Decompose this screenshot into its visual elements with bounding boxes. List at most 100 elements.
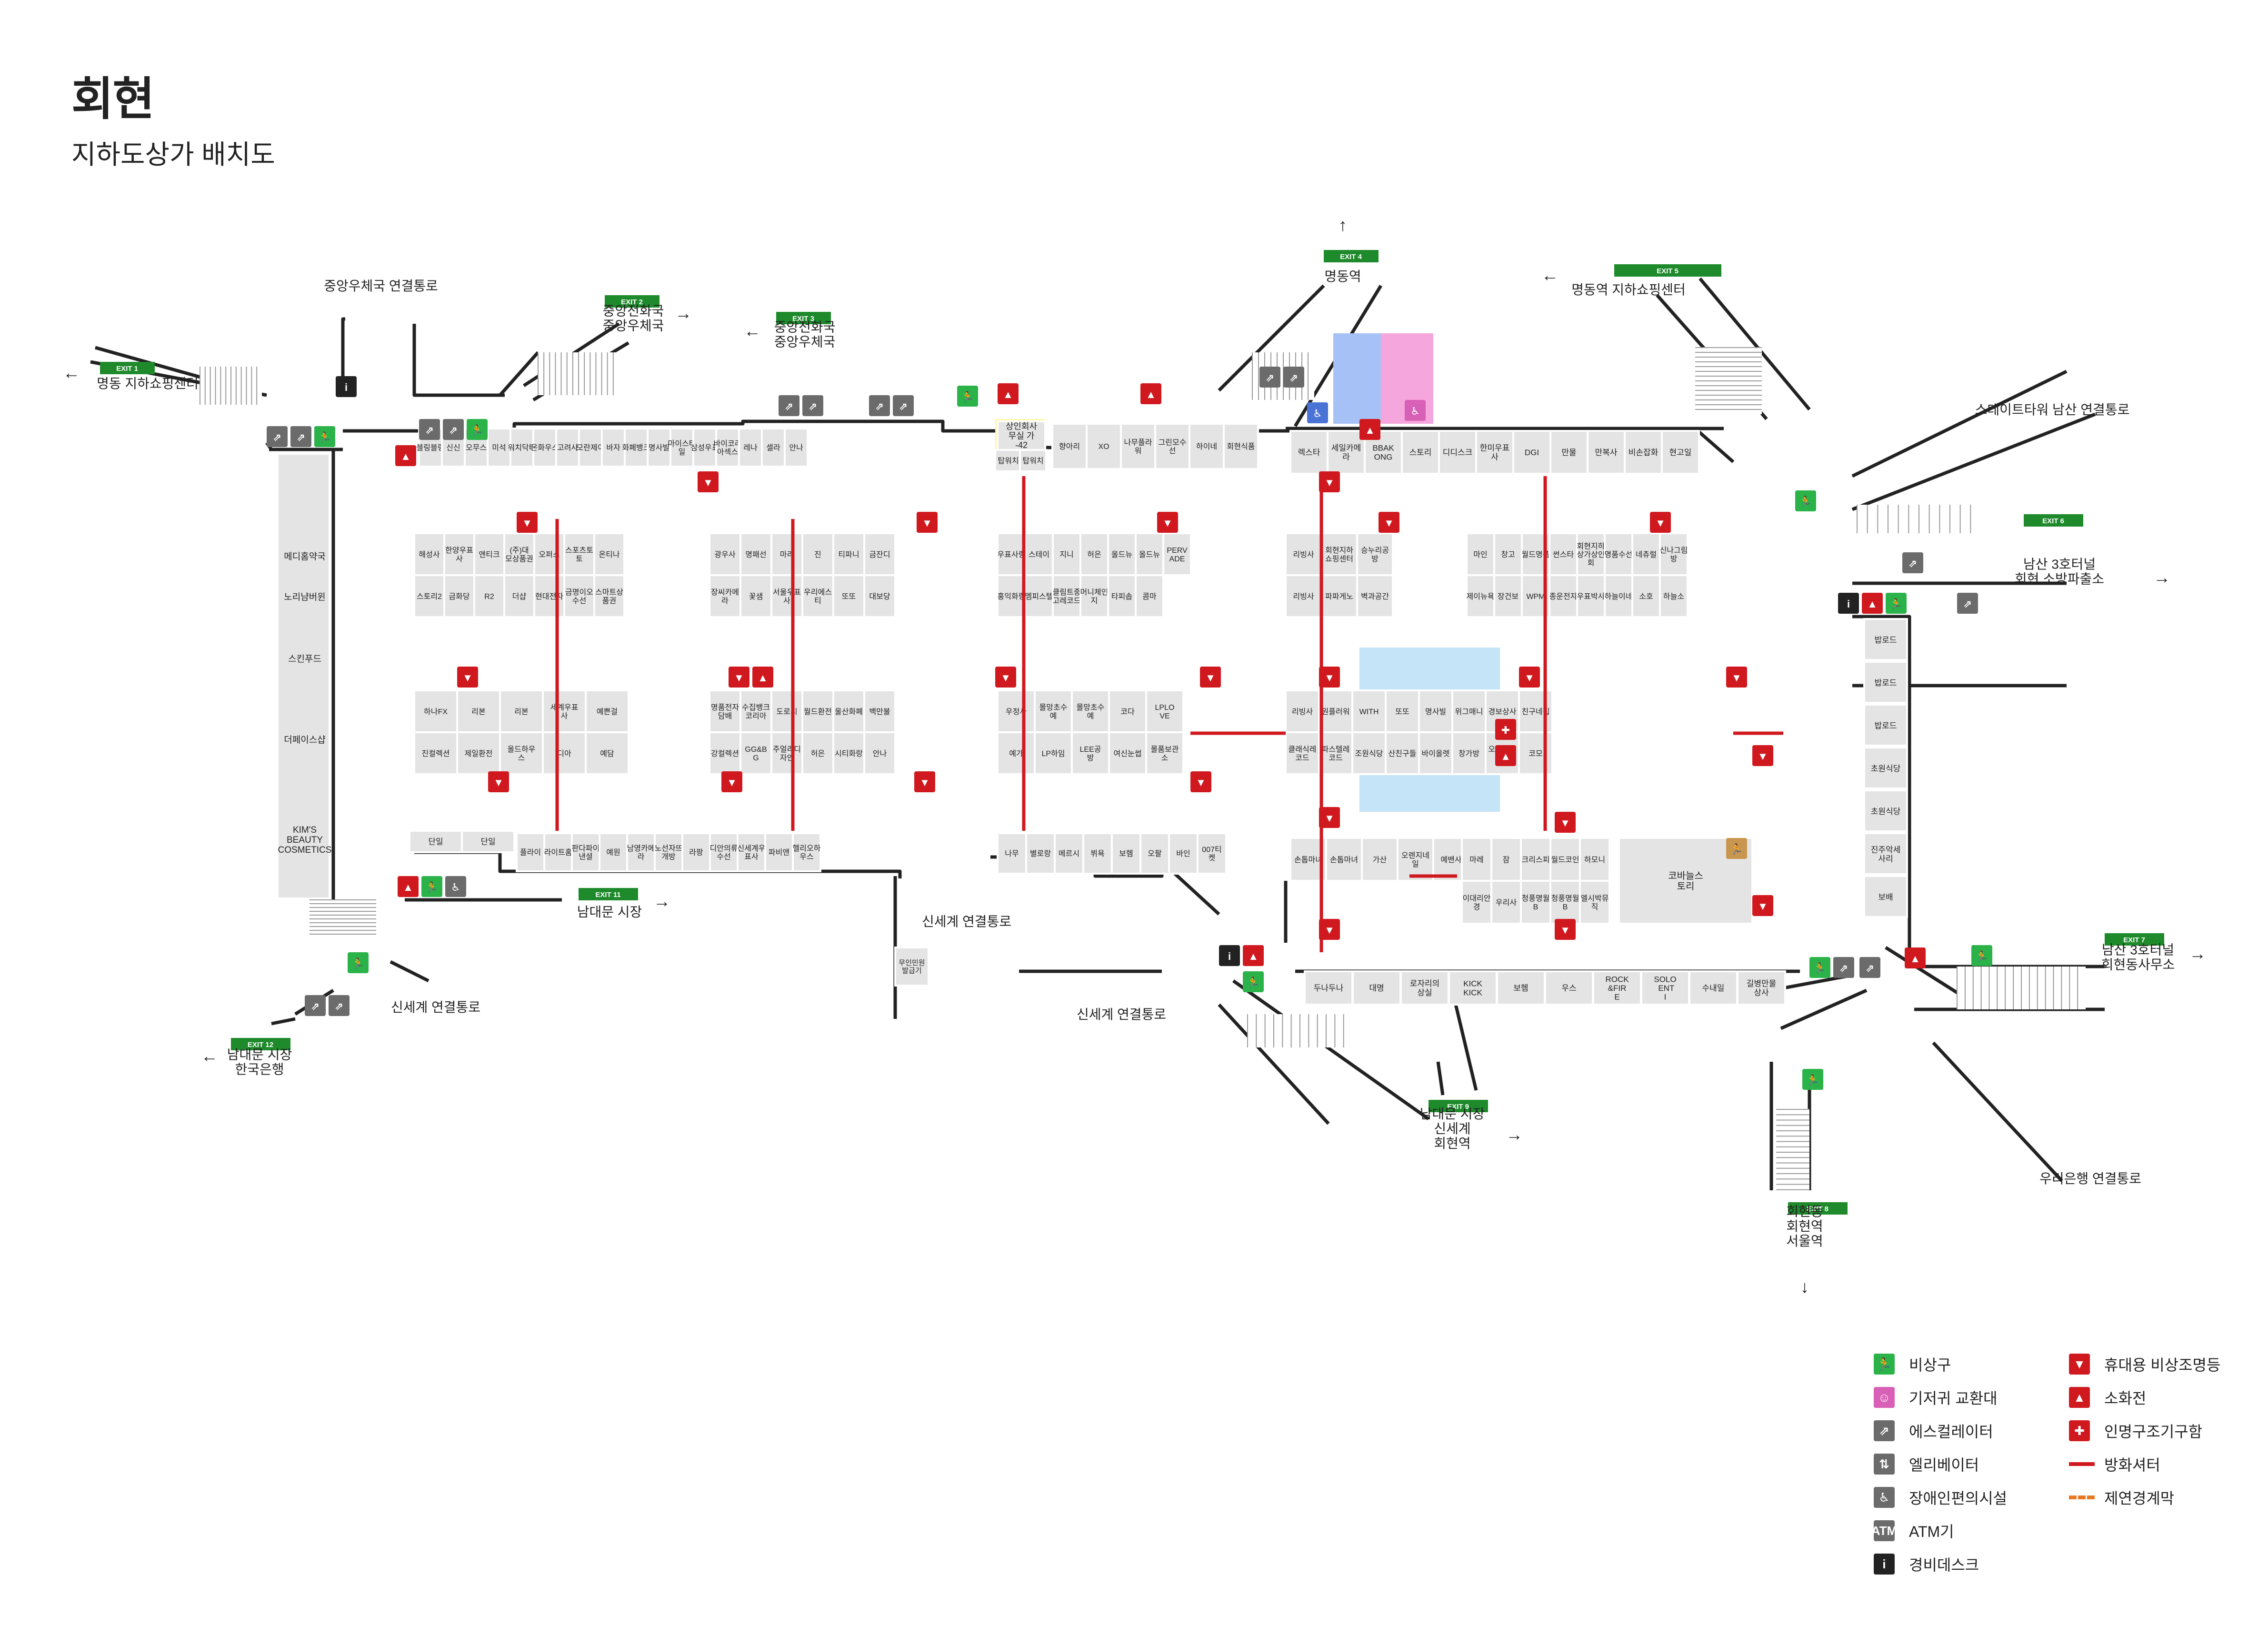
exit-badge[interactable] [100, 362, 155, 374]
shop-block-h[interactable] [1145, 731, 1184, 775]
shop-south-mid[interactable] [997, 832, 1027, 875]
shop-south-east-b[interactable] [1549, 837, 1581, 882]
shop-south-east-b[interactable] [1520, 880, 1551, 925]
exit-badge[interactable] [605, 295, 659, 308]
shop-south-east-b[interactable] [1549, 880, 1581, 925]
shop-south-east-a[interactable] [1361, 837, 1399, 882]
shop-right-column[interactable] [1863, 704, 1908, 747]
shop-block-g[interactable] [832, 731, 865, 775]
shop-block-a[interactable] [413, 532, 445, 576]
shop-south-mid[interactable] [1054, 832, 1084, 875]
shop-office[interactable] [997, 420, 1046, 451]
shop-block-a[interactable] [503, 574, 535, 618]
shop-block-i[interactable] [1385, 689, 1420, 733]
shop-block-a[interactable] [593, 574, 625, 618]
shop-block-i[interactable] [1418, 689, 1453, 733]
shop-row-bottom[interactable] [1689, 970, 1738, 1006]
shop-block-a[interactable] [533, 532, 565, 576]
shop-block-f[interactable] [542, 731, 587, 775]
exit-badge[interactable] [776, 312, 831, 324]
shop-south-east-b[interactable] [1461, 837, 1492, 882]
shop-block-b[interactable] [709, 574, 741, 618]
shop-block-i[interactable] [1351, 731, 1387, 775]
shop-row-bottom[interactable] [1640, 970, 1690, 1006]
shop-block-e[interactable] [1549, 574, 1578, 618]
exit-badge[interactable] [1429, 1100, 1488, 1112]
shop-row1-mid[interactable] [1120, 423, 1156, 470]
shop-block-f[interactable] [585, 731, 629, 775]
shop-south-west[interactable] [516, 832, 545, 872]
exit-badge[interactable] [2024, 514, 2083, 527]
exit-badge[interactable] [1324, 250, 1379, 262]
shop-row1-west[interactable] [692, 428, 717, 468]
shop-block-f[interactable] [413, 689, 458, 733]
shop-row1-east[interactable] [1549, 430, 1589, 475]
shop-south-mid[interactable] [1139, 832, 1170, 875]
shop-right-column[interactable] [1863, 618, 1908, 661]
shop-row1-mid[interactable] [1154, 423, 1190, 470]
shop-row-bottom[interactable] [1304, 970, 1353, 1006]
shop-row1-mid[interactable] [1086, 423, 1122, 470]
exit-badge[interactable] [231, 1038, 290, 1050]
shop-block-e[interactable] [1604, 574, 1633, 618]
shop-south-west[interactable] [737, 832, 766, 872]
shop-row1-west[interactable] [761, 428, 786, 468]
shop-right-column[interactable] [1863, 661, 1908, 704]
shop-block-c[interactable] [1024, 574, 1054, 618]
shop-block-g[interactable] [801, 689, 834, 733]
shop-block-b[interactable] [832, 532, 865, 576]
shop-row1-east[interactable] [1661, 430, 1700, 475]
shop-block-f[interactable] [499, 689, 544, 733]
shop-row-bottom[interactable] [1496, 970, 1546, 1006]
shop-row1-east[interactable] [1401, 430, 1440, 475]
shop-block-c[interactable] [1162, 532, 1192, 576]
shop-block-e[interactable] [1659, 574, 1689, 618]
shop-south-mid[interactable] [1197, 832, 1227, 875]
shop-block-d[interactable] [1356, 574, 1394, 618]
shop-block-i[interactable] [1418, 731, 1453, 775]
shop-block-g[interactable] [739, 731, 772, 775]
shop-block-g[interactable] [709, 731, 741, 775]
shop-right-column[interactable] [1863, 832, 1908, 875]
shop-row1-west[interactable] [624, 428, 649, 468]
shop-row1-mid[interactable] [1019, 449, 1047, 472]
shop-block-f[interactable] [499, 731, 544, 775]
shop-block-c[interactable] [997, 532, 1026, 576]
shop-row1-west[interactable] [510, 428, 534, 468]
shop-row1-mid[interactable] [1051, 423, 1088, 470]
shop-block-e[interactable] [1493, 574, 1523, 618]
shop-south-east-b[interactable] [1490, 837, 1522, 882]
shop-block-i[interactable] [1285, 689, 1320, 733]
shop-row1-west[interactable] [738, 428, 763, 468]
shop-block-c[interactable] [997, 574, 1026, 618]
shop-block-b[interactable] [739, 574, 772, 618]
exit-badge[interactable] [2105, 933, 2164, 946]
shop-row1-east[interactable] [1624, 430, 1663, 475]
shop-row1-east[interactable] [1475, 430, 1514, 475]
shop-row1-east[interactable] [1289, 430, 1329, 475]
shop-block-h[interactable] [1108, 731, 1147, 775]
shop-block-f[interactable] [456, 731, 501, 775]
shop-row-bottom[interactable] [1544, 970, 1594, 1006]
shop-block-i[interactable] [1451, 689, 1487, 733]
shop-block-c[interactable] [1107, 532, 1137, 576]
shop-block-h[interactable] [1108, 689, 1147, 733]
exit-badge[interactable] [1788, 1202, 1848, 1215]
shop-block-g[interactable] [863, 731, 896, 775]
shop-block-c[interactable] [1079, 574, 1109, 618]
shop-south-west[interactable] [543, 832, 573, 872]
shop-south-danil[interactable] [461, 830, 515, 853]
shop-block-c[interactable] [1079, 532, 1109, 576]
shop-block-g[interactable] [770, 731, 803, 775]
shop-block-b[interactable] [770, 574, 803, 618]
shop-row1-west[interactable] [532, 428, 557, 468]
shop-block-a[interactable] [443, 532, 475, 576]
shop-block-i[interactable] [1285, 731, 1320, 775]
shop-block-a[interactable] [473, 574, 505, 618]
shop-block-a[interactable] [563, 574, 595, 618]
shop-right-column[interactable] [1863, 875, 1908, 918]
shop-row1-mid[interactable] [1223, 423, 1259, 470]
shop-block-b[interactable] [863, 574, 896, 618]
shop-right-column[interactable] [1863, 747, 1908, 789]
shop-block-h[interactable] [1034, 689, 1073, 733]
